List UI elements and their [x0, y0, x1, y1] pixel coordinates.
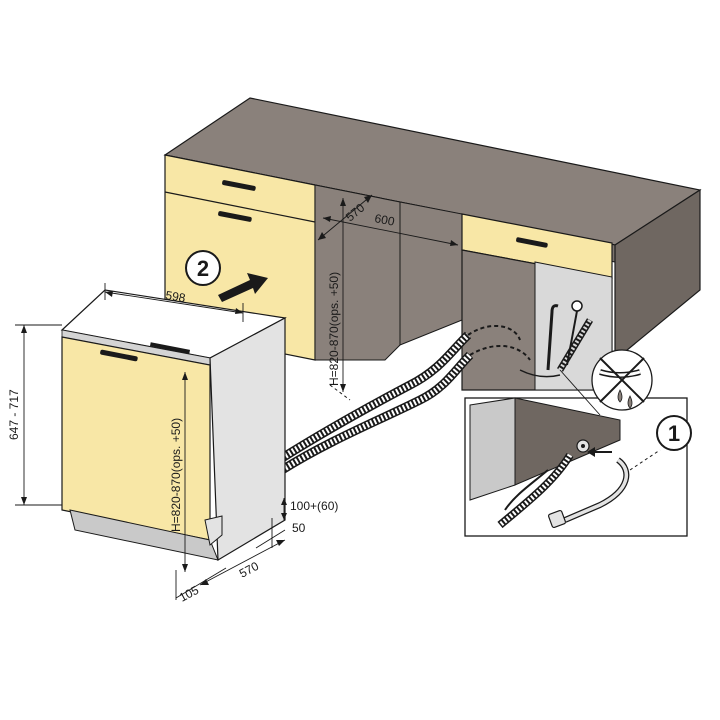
niche-floor-outline — [329, 384, 351, 401]
plinth-setback-label: 105 — [177, 583, 202, 605]
wall-connections — [519, 300, 594, 378]
detail-inset — [464, 397, 688, 537]
dishwasher-plinth — [69, 509, 219, 561]
niche-height-label: H=820-870(ops. +50) — [327, 272, 341, 386]
floor-hoses — [279, 324, 531, 474]
step-2-badge: 2 — [185, 250, 221, 286]
faucet — [546, 304, 559, 371]
niche-back — [399, 201, 463, 346]
dishwasher-width-label: 598 — [165, 288, 187, 305]
drawer-handle — [516, 237, 548, 248]
drawer-handle — [218, 211, 252, 222]
drip-detail — [559, 349, 653, 416]
arrow-right-icon — [218, 273, 268, 302]
plinth-depth-label: 570 — [237, 559, 262, 581]
drawer-handle — [222, 180, 256, 191]
dishwasher-door — [61, 336, 211, 541]
hose-route-dashed — [467, 324, 521, 341]
niche-width-label: 600 — [373, 211, 396, 229]
door-handle — [100, 349, 138, 362]
detail-appliance-side — [469, 397, 516, 501]
dishwasher — [60, 289, 287, 562]
dishwasher-height-label: 647 - 717 — [7, 389, 21, 440]
step-1-number: 1 — [668, 421, 680, 446]
step-2-number: 2 — [197, 256, 209, 281]
plinth-gap-label: 50 — [292, 521, 306, 535]
dishwasher-niche-height-label: H=820-870(ops. +50) — [169, 418, 183, 532]
cabinet-right-side — [614, 188, 701, 362]
inlet-nut — [547, 509, 567, 529]
detail-appliance-back — [514, 397, 621, 486]
plinth-bracket — [204, 515, 223, 546]
water-drop-icon — [617, 389, 623, 403]
niche-dimensions: 570 600 H=820-870(ops. +50) — [317, 194, 459, 392]
step-1-badge: 1 — [656, 415, 692, 451]
plinth-height-label: 100+(60) — [290, 499, 338, 513]
dishwasher-side — [209, 317, 286, 562]
